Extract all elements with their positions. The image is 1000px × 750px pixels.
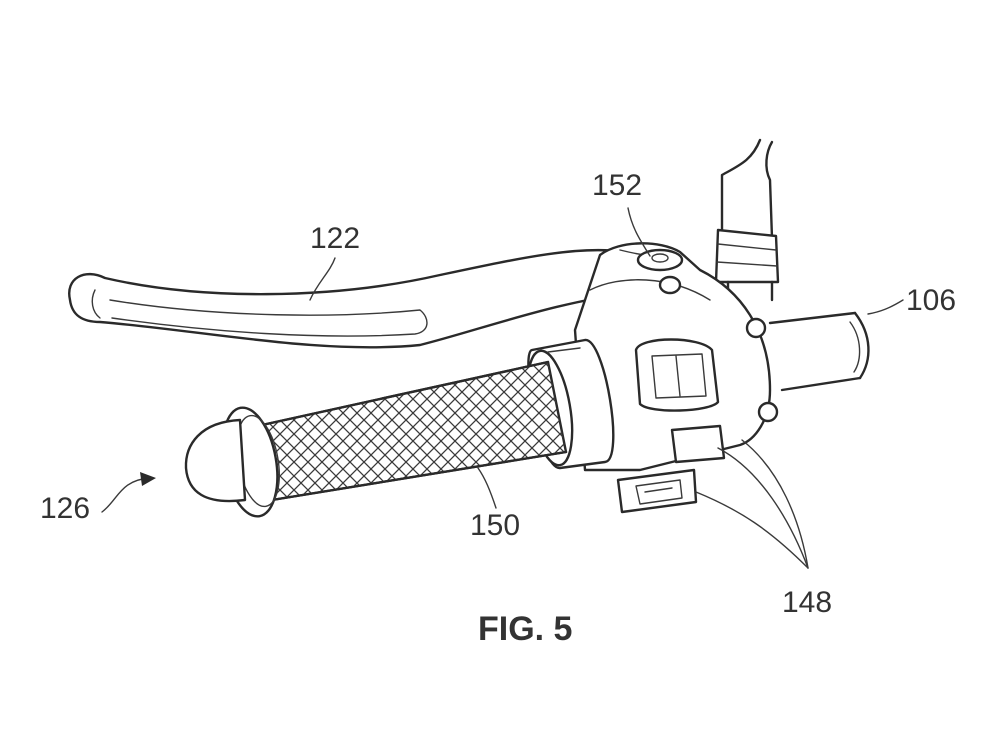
label-106: 106 — [906, 284, 956, 317]
label-152: 152 — [592, 169, 642, 202]
brake-hose — [714, 138, 780, 302]
grip — [260, 360, 568, 502]
handlebar — [768, 311, 870, 392]
label-122: 122 — [310, 222, 360, 255]
leader-lines — [101, 207, 904, 569]
bar-end — [184, 406, 280, 518]
figure-caption: FIG. 5 — [478, 610, 572, 648]
label-148: 148 — [782, 586, 832, 619]
label-126: 126 — [40, 492, 90, 525]
brake-lever — [68, 248, 642, 349]
label-150: 150 — [470, 509, 520, 542]
control-buttons — [616, 338, 726, 514]
